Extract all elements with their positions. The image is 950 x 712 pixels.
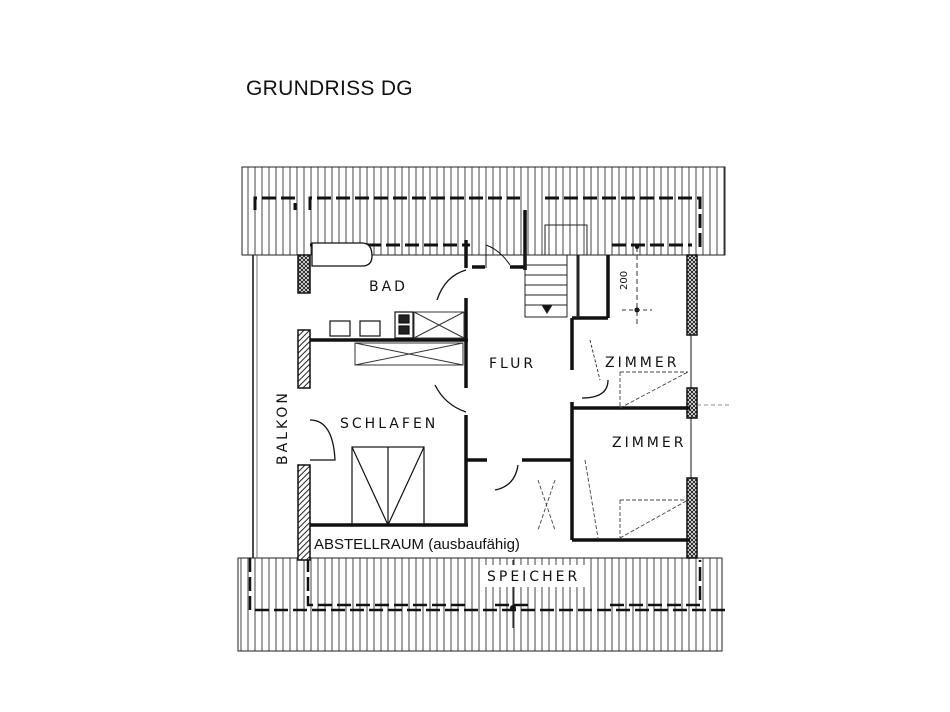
room-label-balkon: BALKON: [275, 390, 291, 465]
room-label-zimmer-1: ZIMMER: [605, 355, 679, 371]
bed: [351, 446, 425, 527]
wardrobe-schlafen-top: [354, 342, 464, 366]
plan-title: GRUNDRISS DG: [246, 77, 413, 100]
exterior-walls: [297, 254, 730, 561]
dimension-line: 200: [619, 245, 652, 325]
washbasins: [329, 311, 414, 339]
room-label-flur: FLUR: [489, 356, 536, 372]
roof-top: [241, 166, 726, 256]
staircase: [524, 224, 588, 318]
wardrobes-zimmer: [537, 371, 689, 539]
room-label-speicher: SPEICHER: [487, 569, 580, 585]
shower: [413, 311, 465, 339]
room-label-schlafen: SCHLAFEN: [340, 416, 438, 432]
interior-walls: [310, 210, 690, 542]
room-label-abstellraum: ABSTELLRAUM (ausbaufähig): [314, 536, 520, 553]
dimension-label: 200: [619, 271, 630, 290]
doors: [309, 244, 609, 491]
roof-bottom: [237, 557, 725, 652]
room-label-zimmer-2: ZIMMER: [612, 435, 686, 451]
room-label-bad: BAD: [369, 279, 408, 295]
bathtub: [311, 242, 373, 267]
